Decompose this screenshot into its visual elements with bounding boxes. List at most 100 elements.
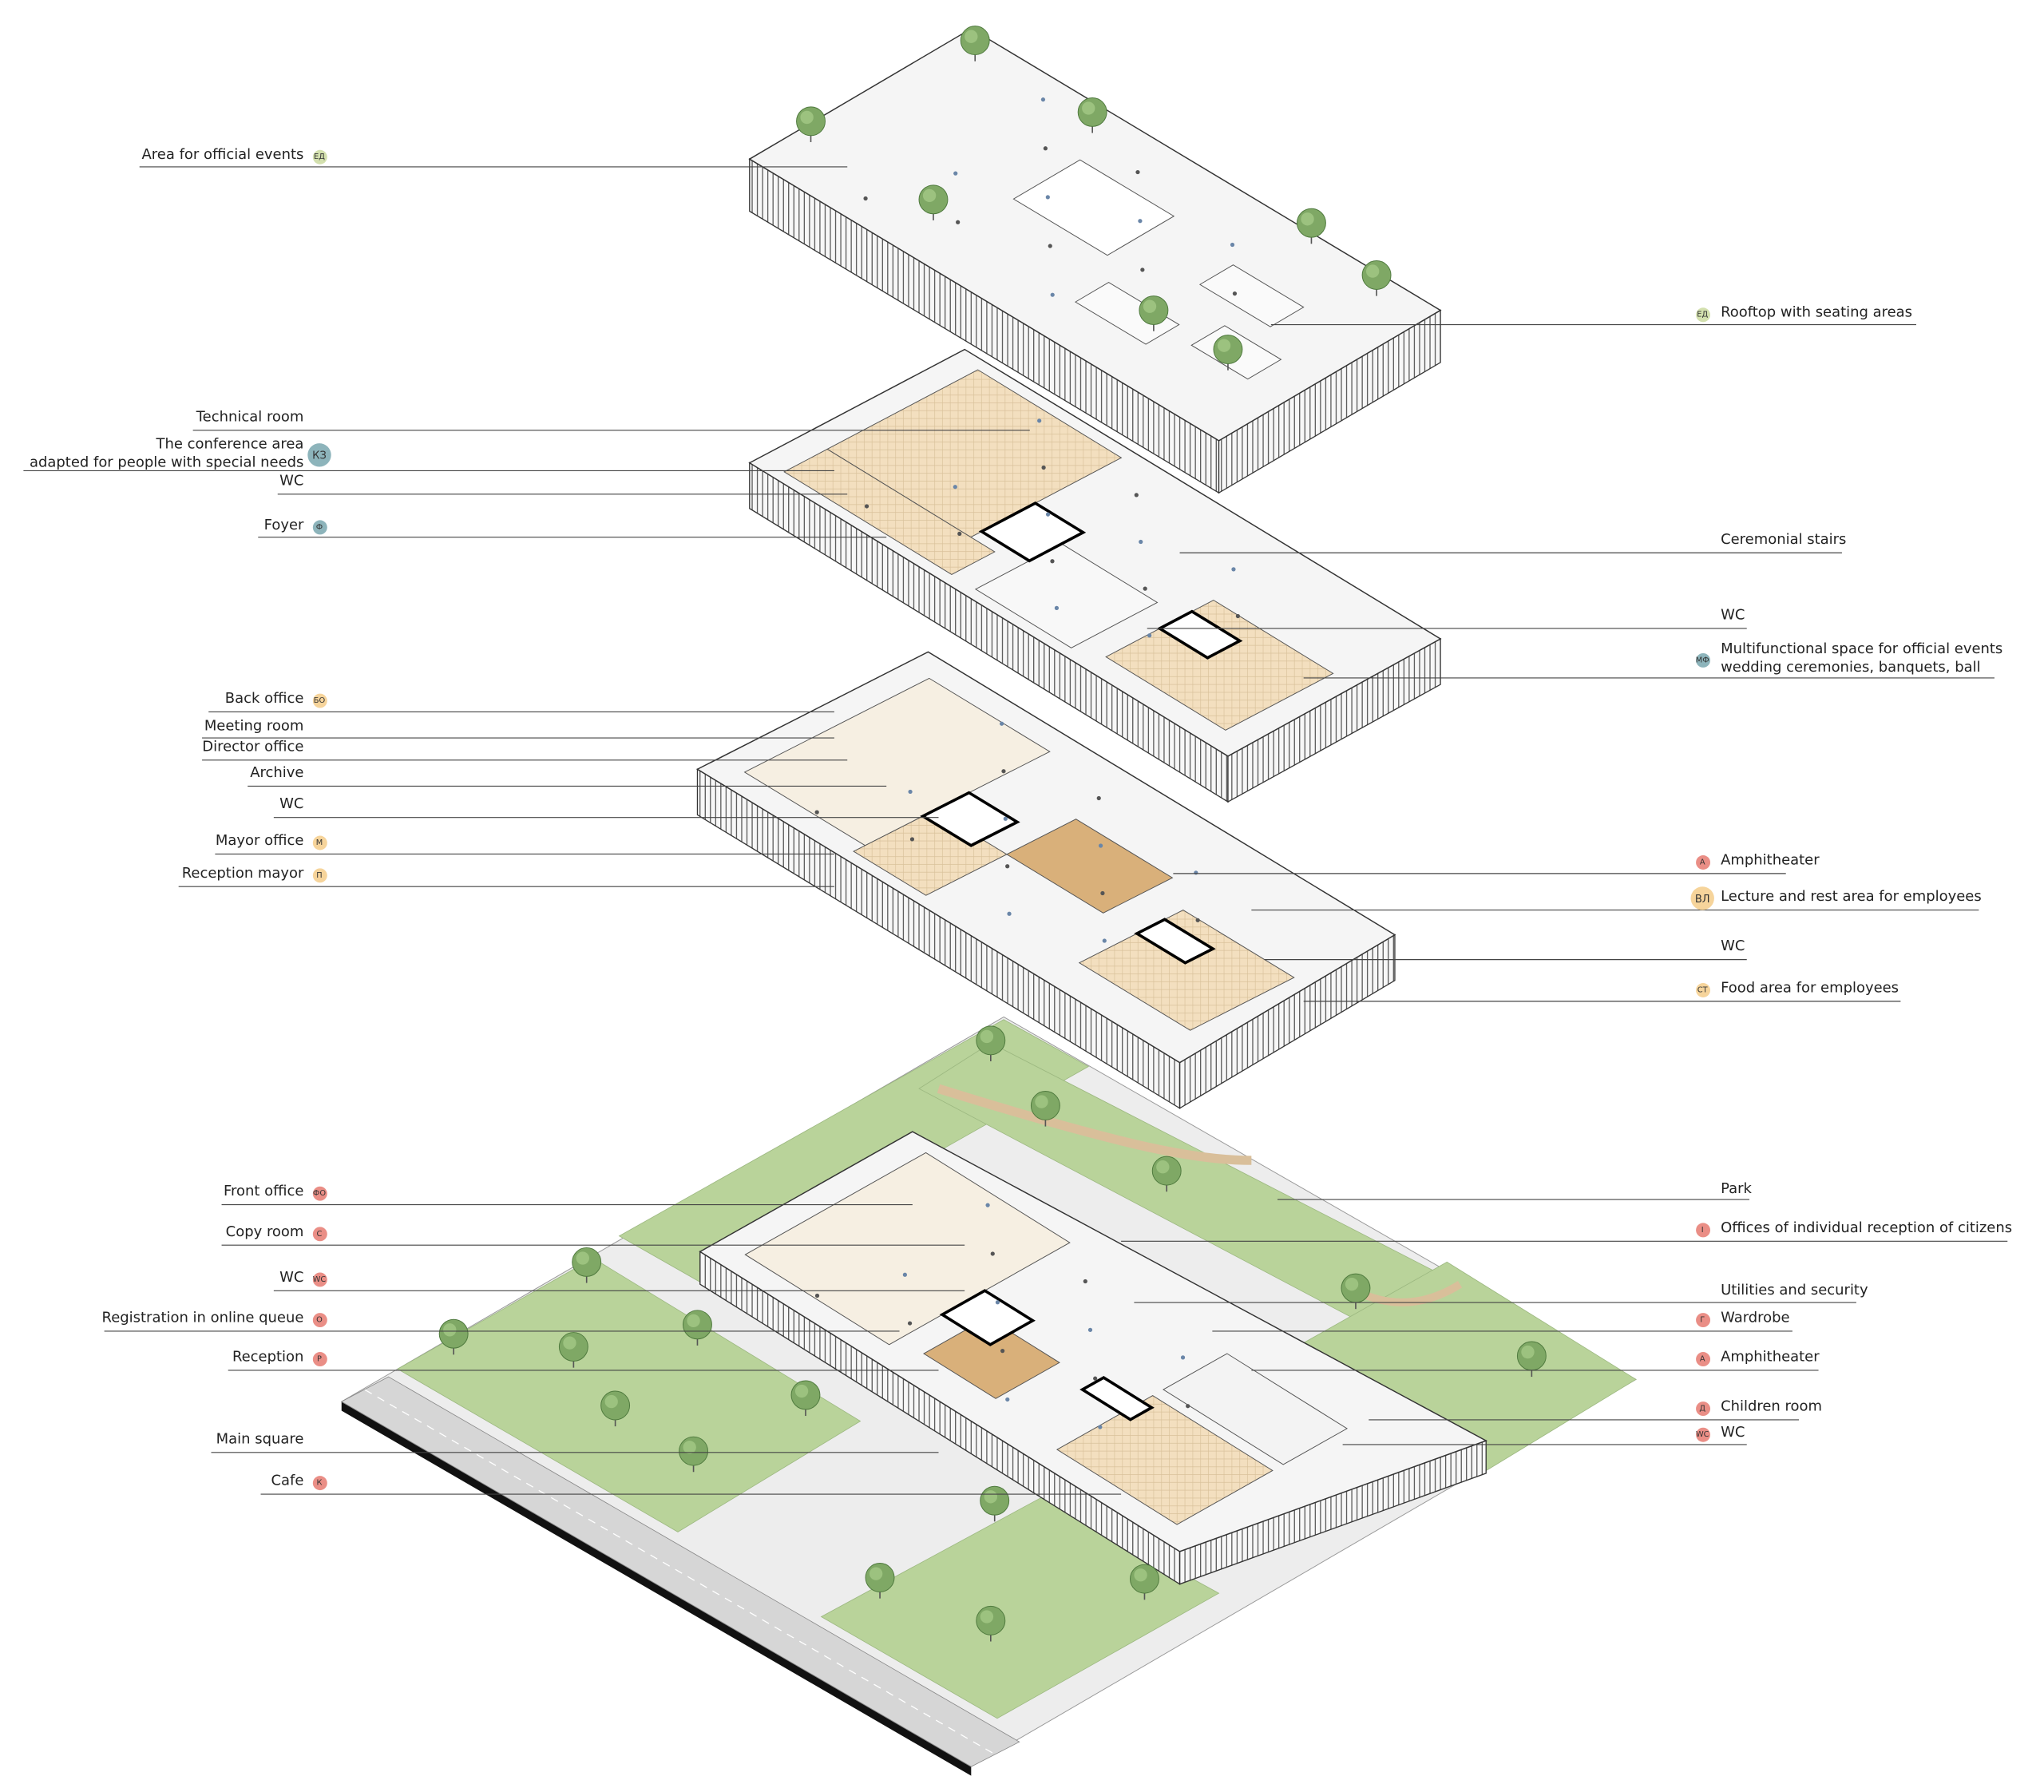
room [783, 448, 996, 575]
site-edge [341, 1401, 972, 1776]
person [1186, 1404, 1190, 1409]
person [907, 1321, 913, 1326]
wc-core [920, 791, 1020, 847]
tree [1341, 1273, 1371, 1310]
badge-the-conference-area-adapted-for-people-w: КЗ [307, 443, 331, 467]
person [864, 504, 869, 509]
badge-registration-in-online-queue: О [312, 1312, 327, 1327]
label-wc: WC [1721, 1423, 1745, 1441]
tree-highlight [604, 1394, 618, 1409]
wc-core [1134, 918, 1216, 965]
person [985, 1203, 990, 1207]
badge-reception-mayor: П [312, 867, 327, 882]
badge-rooftop-with-seating-areas: ЕД [1695, 307, 1710, 322]
tree-highlight [1217, 339, 1231, 352]
tree [790, 1380, 821, 1417]
tree-highlight [687, 1314, 700, 1328]
tree [679, 1436, 709, 1473]
room [1163, 1353, 1348, 1465]
tree [960, 26, 990, 61]
person [957, 531, 962, 536]
room [1012, 159, 1175, 256]
person [1098, 1425, 1103, 1429]
tree-highlight [869, 1567, 883, 1580]
tree-highlight [1521, 1345, 1535, 1359]
wc-core [939, 1289, 1036, 1346]
badge-lecture-and-rest-area-for-employees: ВЛ [1690, 886, 1714, 910]
wc-core [1079, 1375, 1155, 1421]
badge-multifunctional-space-for-official-event: МФ [1695, 652, 1710, 668]
person [1143, 586, 1147, 591]
room [743, 677, 1051, 846]
badge-offices-of-individual-reception-of-citiz: І [1695, 1222, 1710, 1237]
label-park: Park [1721, 1179, 1752, 1197]
tree [558, 1332, 588, 1368]
tree-highlight [1035, 1095, 1048, 1108]
person [1140, 268, 1145, 272]
tree [796, 106, 826, 142]
tree [865, 1563, 895, 1599]
tree [918, 184, 949, 220]
label-back-office: Back office [224, 689, 304, 707]
label-reception-mayor: Reception mayor [181, 864, 304, 882]
tree-highlight [800, 110, 814, 125]
tree [600, 1390, 631, 1427]
label-wc: WC [279, 1268, 304, 1286]
person [1087, 1327, 1093, 1332]
label-meeting-room: Meeting room [204, 716, 304, 735]
badge-amphitheater: А [1695, 1351, 1710, 1366]
tree-highlight [794, 1384, 809, 1398]
label-archive: Archive [250, 763, 304, 781]
tree-highlight [1156, 1160, 1170, 1174]
tree-highlight [576, 1251, 589, 1265]
person [814, 810, 819, 815]
room [744, 1152, 1071, 1346]
badge-foyer: Ф [312, 519, 327, 534]
road-marking [364, 1389, 996, 1756]
tree-highlight [980, 1610, 994, 1624]
person [1000, 1349, 1005, 1354]
label-mayor-office: Mayor office [215, 831, 304, 849]
person [1147, 633, 1152, 638]
road [340, 1376, 1020, 1767]
tree [438, 1318, 469, 1355]
person [1134, 493, 1139, 498]
label-utilities-and-security: Utilities and security [1721, 1281, 1868, 1299]
label-area-for-official-events: Area for official events [141, 145, 304, 164]
tree-highlight [1366, 264, 1380, 278]
person [863, 196, 868, 201]
person [1093, 1376, 1098, 1381]
person [1195, 918, 1200, 922]
label-wc: WC [1721, 937, 1745, 955]
third-floor [748, 348, 1442, 803]
tree [1296, 208, 1326, 244]
lawn [397, 1258, 862, 1532]
tree-highlight [1301, 212, 1314, 226]
label-rooftop-with-seating-areas: Rooftop with seating areas [1721, 303, 1913, 321]
person [1098, 843, 1103, 848]
tree [572, 1247, 602, 1283]
park-path [937, 1084, 1252, 1165]
tree-highlight [443, 1323, 457, 1337]
person [1231, 567, 1236, 572]
person [1139, 539, 1143, 545]
label-children-room: Children room [1721, 1398, 1823, 1415]
tree-highlight [980, 1029, 994, 1044]
label-lecture-and-rest-area-for-employees: Lecture and rest area for employees [1721, 887, 1982, 906]
label-offices-of-individual-reception-of-citiz: Offices of individual reception of citiz… [1721, 1219, 2013, 1236]
leader-lines [23, 166, 2008, 1495]
label-cafe: Cafe [271, 1472, 304, 1489]
label-director-office: Director office [202, 738, 304, 755]
label-wc: WC [279, 795, 304, 813]
label-multifunctional-space-for-official-event: Multifunctional space for official event… [1721, 640, 2003, 676]
label-amphitheater: Amphitheater [1721, 851, 1820, 869]
person [1232, 291, 1238, 296]
person [1138, 219, 1143, 224]
label-registration-in-online-queue: Registration in online queue [101, 1309, 304, 1326]
person [990, 1251, 995, 1256]
badge-children-room: Д [1695, 1401, 1710, 1416]
person [1100, 890, 1105, 896]
tree-highlight [1143, 299, 1157, 313]
label-wc: WC [1721, 606, 1745, 624]
